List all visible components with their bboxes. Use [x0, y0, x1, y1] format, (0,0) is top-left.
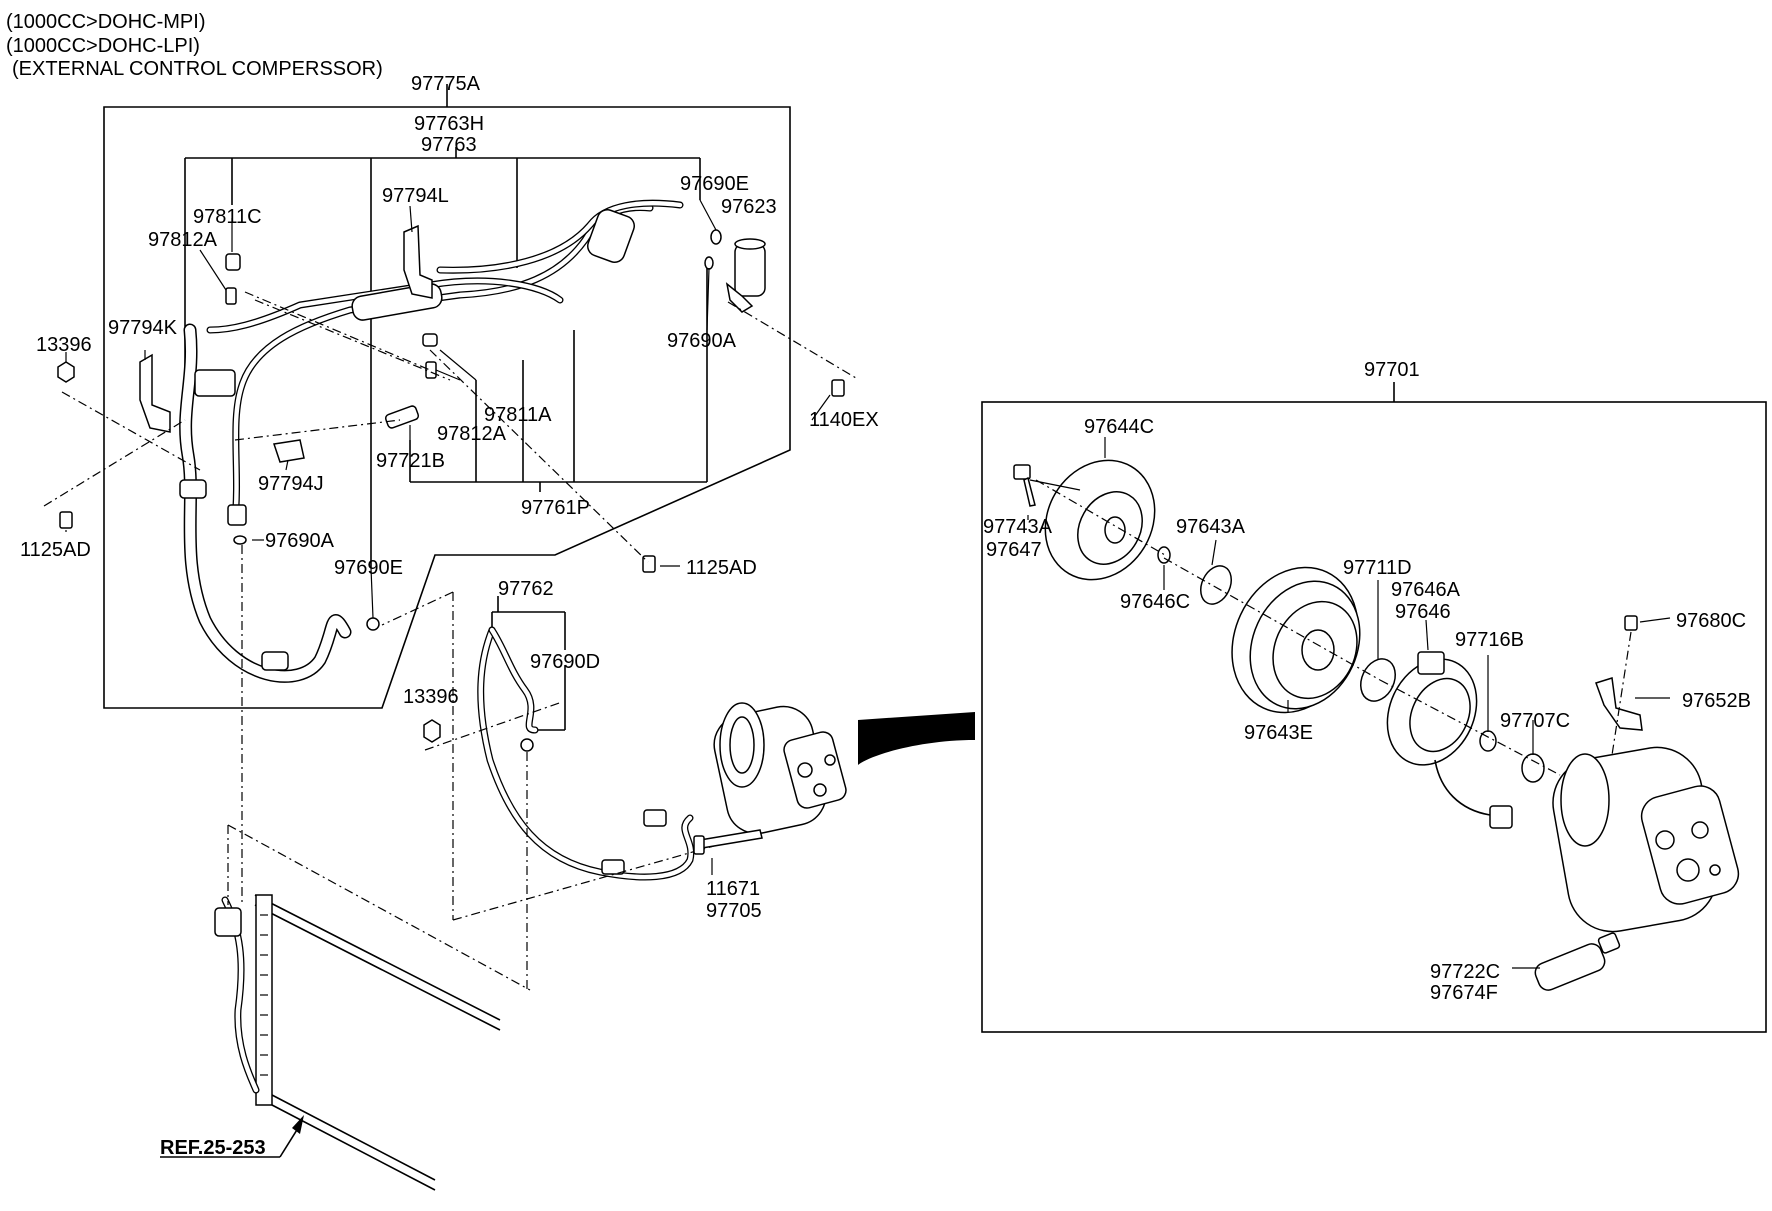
label-97643E: 97643E: [1244, 722, 1313, 744]
label-97707C: 97707C: [1500, 710, 1570, 732]
compressor-body: [1552, 746, 1740, 933]
oring-97690E-top: [710, 229, 722, 245]
oring-97690A-right: [704, 256, 714, 270]
label-97794K: 97794K: [108, 317, 178, 339]
compressor-small: [693, 702, 975, 875]
header-line-3: (EXTERNAL CONTROL COMPERSSOR): [12, 58, 383, 80]
snapring-97643A: [1200, 565, 1232, 605]
bolt-97680C: [1624, 615, 1638, 631]
label-97690D: 97690D: [530, 651, 600, 673]
bolt-1125AD-mid: [642, 555, 656, 573]
bearing-97707C: [1521, 753, 1545, 783]
header-notes: (1000CC>DOHC-MPI) (1000CC>DOHC-LPI) (EXT…: [6, 11, 383, 80]
label-97646: 97646: [1395, 601, 1451, 623]
label-97763: 97763: [421, 134, 477, 156]
label-97690A-right: 97690A: [667, 330, 737, 352]
label-97743A: 97743A: [983, 516, 1053, 538]
suction-hose: [179, 323, 352, 683]
fitting-97811C: [225, 253, 241, 271]
bracket-97652B: [1595, 677, 1643, 731]
label-97647: 97647: [986, 539, 1042, 561]
compressor-detail-frame: [981, 382, 1767, 1033]
label-97690E-top: 97690E: [680, 173, 749, 195]
label-1140EX: 1140EX: [809, 409, 879, 431]
label-97690E-mid: 97690E: [334, 557, 403, 579]
label-1125AD-left: 1125AD: [20, 539, 91, 561]
label-97763H: 97763H: [414, 113, 484, 135]
label-1125AD-mid: 1125AD: [686, 557, 757, 579]
label-97711D: 97711D: [1343, 557, 1412, 579]
label-97644C: 97644C: [1084, 416, 1154, 438]
part-labels: 97775A 97763H 97763 97811C 97812A 97794L…: [20, 73, 1751, 1159]
shim-97646C: [1157, 546, 1171, 564]
nut-13396-left: [57, 361, 75, 383]
label-97794J: 97794J: [258, 473, 324, 495]
clutch-hub-97644C: [1044, 459, 1156, 581]
oring-97690D: [520, 738, 534, 752]
label-97643A: 97643A: [1176, 516, 1246, 538]
left-leaders: [43, 199, 857, 619]
left-small-parts: [57, 224, 845, 743]
nut-13396-mid: [423, 719, 441, 743]
condenser-fins: [260, 914, 268, 1076]
label-97680C: 97680C: [1676, 610, 1746, 632]
label-97775A: 97775A: [411, 73, 481, 95]
label-97721B: 97721B: [376, 450, 445, 472]
label-97690A-left: 97690A: [265, 530, 335, 552]
field-coil-97646: [1386, 651, 1513, 829]
label-97811C: 97811C: [193, 206, 262, 228]
label-97812A-top: 97812A: [148, 229, 218, 251]
label-97652B: 97652B: [1682, 690, 1751, 712]
label-97646C: 97646C: [1120, 591, 1190, 613]
hose-assembly-frame: [103, 84, 791, 709]
oring-97690E-mid: [366, 617, 380, 631]
label-97811A: 97811A: [484, 404, 552, 426]
label-97794L: 97794L: [382, 185, 449, 207]
liquid-line: [381, 591, 736, 990]
label-97812A-mid: 97812A: [437, 423, 507, 445]
label-97701: 97701: [1364, 359, 1420, 381]
label-ref-25-253[interactable]: REF.25-253: [160, 1137, 266, 1159]
label-97674F: 97674F: [1430, 982, 1498, 1004]
label-97722C: 97722C: [1430, 961, 1500, 983]
label-11671: 11671: [706, 878, 760, 900]
pressure-switch-97722C: [1534, 932, 1621, 991]
label-97762: 97762: [498, 578, 554, 600]
label-97761P: 97761P: [521, 497, 590, 519]
label-97705: 97705: [706, 900, 762, 922]
right-leaders: [1029, 437, 1671, 969]
condenser: [160, 545, 531, 1191]
oring-97690A-left: [233, 535, 247, 545]
compressor-exploded-parts: [1013, 459, 1740, 991]
label-13396-mid: 13396: [403, 686, 459, 708]
bolt-1140EX: [831, 379, 845, 397]
header-line-1: (1000CC>DOHC-MPI): [6, 11, 205, 33]
bolt-1125AD-left: [59, 511, 73, 529]
label-97623: 97623: [721, 196, 777, 218]
pulley-97643E: [1231, 566, 1361, 714]
label-97646A: 97646A: [1391, 579, 1461, 601]
label-13396-left: 13396: [36, 334, 92, 356]
header-line-2: (1000CC>DOHC-LPI): [6, 35, 200, 57]
label-97716B: 97716B: [1455, 629, 1524, 651]
receiver-dryer-97623: [725, 238, 766, 313]
